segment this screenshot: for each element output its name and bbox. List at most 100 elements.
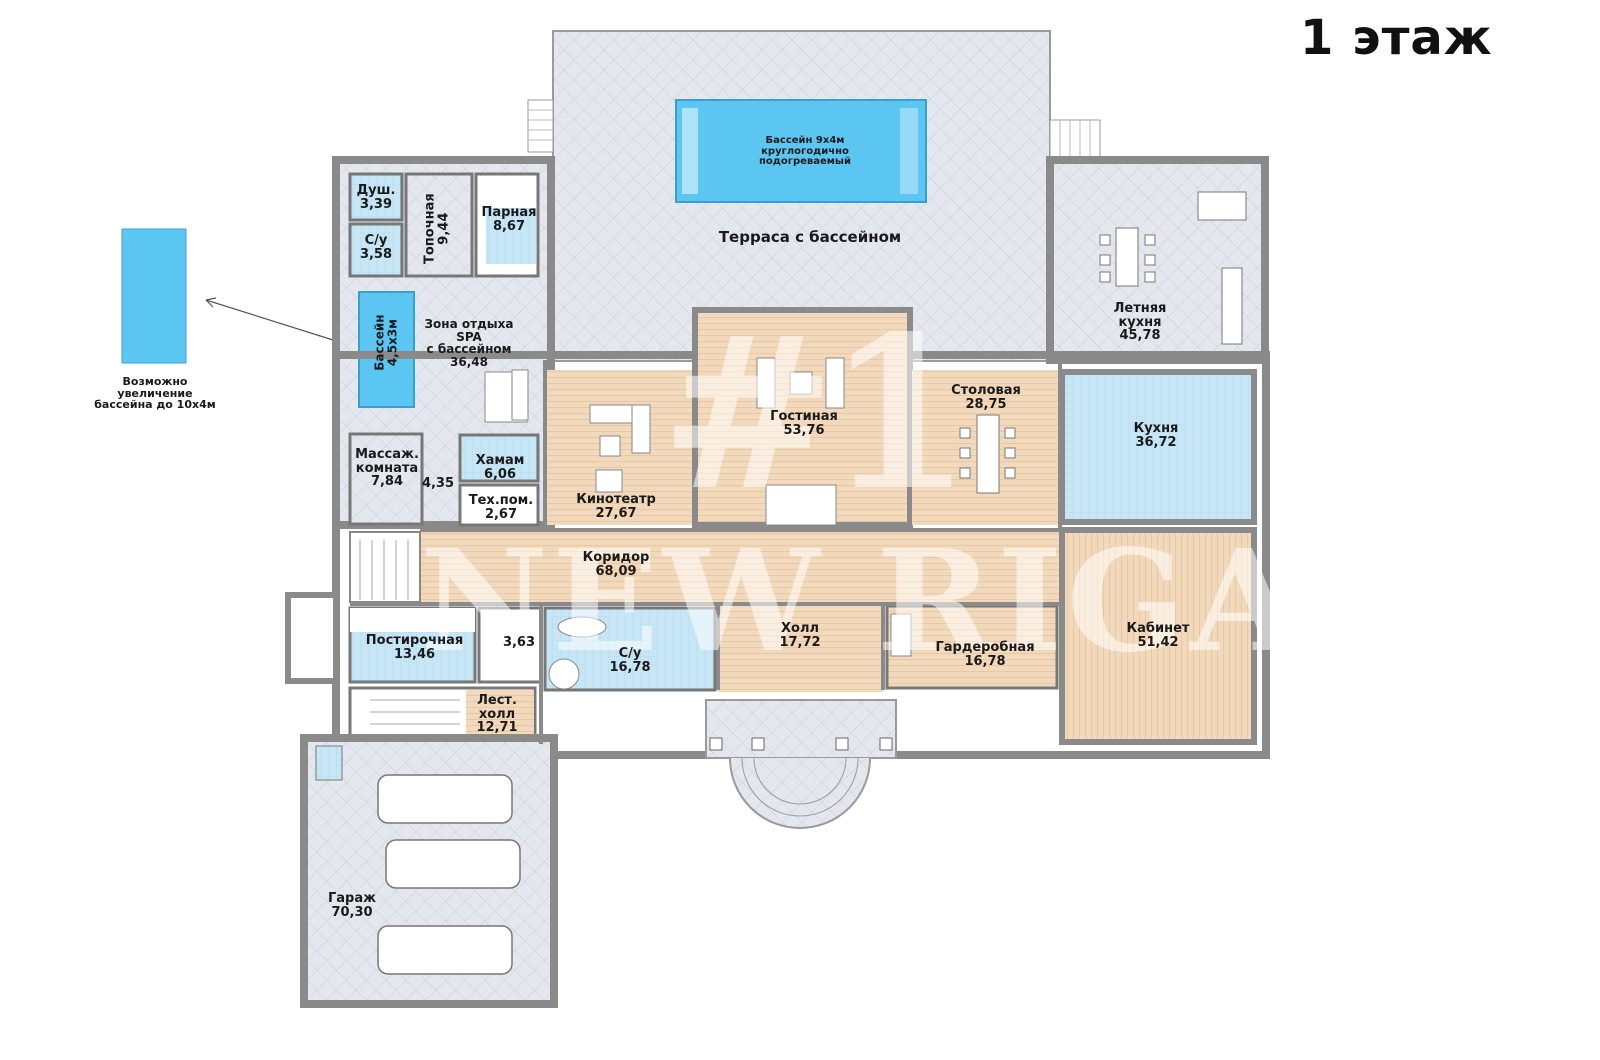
entrance-porch	[705, 699, 897, 759]
hall-area: 17,72	[779, 634, 821, 650]
terrace-label: Терраса с бассейном	[718, 228, 902, 246]
wardrobe-room	[885, 604, 1059, 690]
steam-name: Парная	[481, 205, 537, 220]
arrow-line	[205, 299, 334, 341]
hamam-name: Хамам	[475, 453, 525, 468]
summer-kitchen-name1: Летняя	[1113, 301, 1167, 316]
outdoor-pool-shape	[675, 99, 927, 203]
summer-kitchen-name2: кухня	[1118, 314, 1162, 330]
furnace-room	[404, 172, 474, 278]
cinema-label: Кинотеатр 27,67	[566, 493, 666, 520]
laundry-name: Постирочная	[365, 633, 464, 648]
massage-label: Массаж. комната 7,84	[346, 448, 428, 489]
living-area: 53,76	[783, 422, 825, 438]
office-name: Кабинет	[1126, 621, 1190, 636]
hall-name: Холл	[781, 621, 819, 636]
summer-kitchen-label: Летняя кухня 45,78	[1100, 302, 1180, 343]
massage-name2: комната	[355, 460, 419, 476]
note-line1: Возможно	[122, 375, 188, 388]
spa-zone-area: 36,48	[450, 354, 488, 369]
note-line2: увеличение	[117, 386, 193, 400]
tech-name: Тех.пом.	[468, 493, 534, 508]
garage-label: Гараж 70,30	[312, 892, 392, 919]
car-3-shape	[377, 925, 513, 975]
garage-name: Гараж	[327, 891, 377, 906]
outdoor-pool-line3: подогреваемый	[759, 156, 851, 167]
dining-area: 28,75	[965, 396, 1007, 412]
spa-pool-name: Бассейн	[372, 314, 387, 371]
laundry-label: Постирочная 13,46	[352, 634, 477, 661]
wardrobe-name: Гардеробная	[935, 640, 1035, 655]
outdoor-pool-line1: Бассейн 9х4м	[765, 135, 845, 146]
garage-area: 70,30	[331, 904, 373, 920]
outdoor-pool-line2: круглогодично	[761, 145, 849, 157]
pool-extension-note: Возможно увеличение бассейна до 10х4м	[70, 376, 240, 411]
stair-hall-name1: Лест.	[477, 693, 517, 708]
steam-area: 8,67	[492, 218, 526, 234]
massage-area: 7,84	[370, 474, 404, 490]
stair-hall-label: Лест. холл 12,71	[462, 694, 532, 735]
spa-zone-label: Зона отдыха SPA с бассейном 36,48	[414, 318, 524, 368]
furnace-name: Топочная	[422, 193, 438, 265]
car-1-shape	[377, 774, 513, 824]
dining-label: Столовая 28,75	[936, 384, 1036, 411]
outdoor-pool-label: Бассейн 9х4м круглогодично подогреваемый	[730, 135, 880, 168]
hamam-room	[458, 433, 540, 483]
wc2-label: С/у 16,78	[590, 647, 670, 674]
furnace-label: Топочная 9,44	[422, 184, 451, 274]
hamam-label: Хамам 6,06	[462, 454, 538, 481]
spa-pool-size: 4,5х3м	[385, 319, 399, 367]
wc1-area: 3,58	[359, 246, 393, 262]
wc1-label: С/у 3,58	[350, 234, 402, 261]
arrow-head-icon	[205, 297, 217, 308]
wardrobe-label: Гардеробная 16,78	[922, 641, 1048, 668]
corridor-label: Коридор 68,09	[566, 551, 666, 578]
massage-room	[348, 432, 424, 526]
shower-name: Душ.	[356, 183, 396, 198]
kitchen-name: Кухня	[1133, 421, 1179, 436]
kitchen-label: Кухня 36,72	[1106, 422, 1206, 449]
stair-hall-area: 12,71	[476, 720, 518, 736]
pool-extension-shape	[121, 228, 187, 364]
spa-zone-line3: с бассейном	[426, 342, 512, 357]
hall-room	[718, 604, 883, 692]
living-name: Гостиная	[770, 409, 838, 424]
furnace-area: 9,44	[436, 212, 451, 245]
corridor-room	[420, 532, 1060, 602]
hamam-area: 6,06	[483, 466, 517, 482]
cinema-name: Кинотеатр	[576, 492, 656, 507]
wc2-name: С/у	[618, 646, 642, 661]
small-room-area: 3,63	[502, 635, 536, 650]
spa-pool-shape	[358, 291, 415, 408]
laundry-area: 13,46	[393, 646, 436, 662]
summer-kitchen-area: 45,78	[1119, 328, 1161, 344]
steam-label: Парная 8,67	[476, 206, 542, 233]
cinema-area: 27,67	[595, 505, 637, 521]
office-area: 51,42	[1137, 634, 1179, 650]
corridor-name: Коридор	[582, 550, 650, 565]
spa-zone-line1: Зона отдыха	[424, 317, 514, 331]
spa-zone-line2: SPA	[456, 329, 482, 344]
tech-room	[458, 483, 540, 527]
living-label: Гостиная 53,76	[754, 410, 854, 437]
kitchen-area: 36,72	[1135, 434, 1177, 450]
hall-label: Холл 17,72	[760, 622, 840, 649]
spa-pool-label: Бассейн 4,5х3м	[372, 303, 399, 383]
shower-area: 3,39	[359, 196, 393, 212]
wc-room-1	[348, 222, 404, 278]
corridor-area: 68,09	[595, 563, 637, 579]
wc2-area: 16,78	[609, 659, 651, 675]
massage-name1: Массаж.	[355, 447, 419, 462]
office-room	[1059, 527, 1257, 745]
wc1-name: С/у	[364, 233, 388, 248]
dining-name: Столовая	[951, 383, 1021, 398]
car-2-shape	[385, 839, 521, 889]
office-label: Кабинет 51,42	[1108, 622, 1208, 649]
stair-hall-name2: холл	[478, 706, 516, 722]
vestibule-area: 4,35	[421, 476, 455, 491]
wardrobe-area: 16,78	[964, 653, 1006, 669]
tech-label: Тех.пом. 2,67	[460, 494, 542, 521]
shower-room	[348, 172, 404, 222]
tech-area: 2,67	[484, 506, 518, 522]
